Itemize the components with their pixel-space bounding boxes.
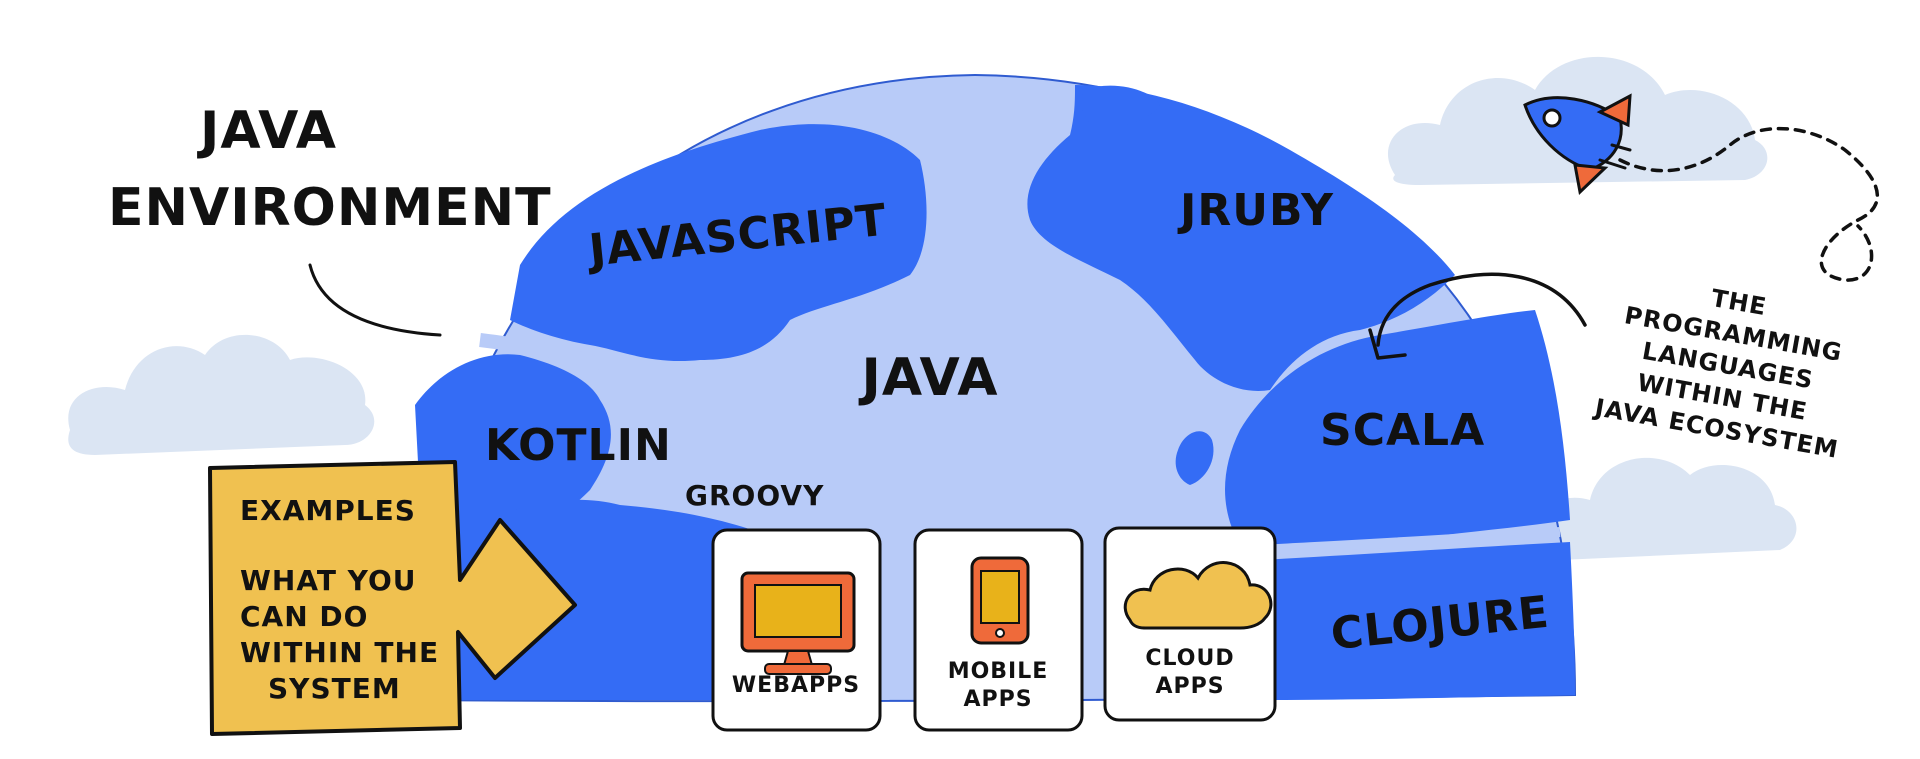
card-mobile: MOBILE APPS xyxy=(913,528,1084,732)
land-javascript-continent xyxy=(510,124,927,362)
card-webapps-label: WEBAPPS xyxy=(732,673,860,698)
annotation-arrow-head xyxy=(1368,328,1407,360)
diagram-title: JAVA ENVIRONMENT xyxy=(108,101,552,337)
examples-line-4: SYSTEM xyxy=(268,672,401,705)
examples-line-1: WHAT YOU xyxy=(240,564,416,597)
monitor-icon xyxy=(740,571,856,675)
title-line-1: JAVA xyxy=(197,101,337,161)
cloud-left-shape xyxy=(68,334,375,455)
title-line-2: ENVIRONMENT xyxy=(108,178,552,238)
title-pointer-line xyxy=(308,263,442,337)
card-cloud-label-2: APPS xyxy=(1155,674,1224,699)
land-scala-continent xyxy=(1225,310,1570,549)
card-mobile-label-2: APPS xyxy=(963,687,1032,712)
label-java: JAVA xyxy=(858,348,998,408)
land-kotlin-continent xyxy=(415,354,611,580)
land-clojure-continent xyxy=(1247,542,1575,700)
globe-labels: JAVA JAVASCRIPT JRUBY KOTLIN GROOVY SCAL… xyxy=(485,185,1552,660)
annotation-arrow-line xyxy=(1376,272,1587,347)
examples-arrow-shape xyxy=(208,460,577,736)
card-cloud: CLOUD APPS xyxy=(1103,526,1277,722)
rocket xyxy=(1523,93,1879,282)
examples-line-3: WITHIN THE xyxy=(240,636,439,669)
card-mobile-label-1: MOBILE xyxy=(948,659,1049,684)
label-scala: SCALA xyxy=(1320,405,1485,456)
examples-arrow-box: EXAMPLES WHAT YOU CAN DO WITHIN THE SYST… xyxy=(208,460,577,736)
cloud-bottom-right-shape xyxy=(1536,457,1797,560)
examples-line-2: CAN DO xyxy=(240,600,368,633)
card-cloud-label-1: CLOUD xyxy=(1145,646,1234,671)
label-kotlin: KOTLIN xyxy=(485,420,672,471)
examples-heading: EXAMPLES xyxy=(240,494,416,527)
rocket-exhaust xyxy=(1598,143,1632,170)
land-small-island xyxy=(1175,431,1214,485)
smartphone-icon xyxy=(970,556,1030,645)
label-groovy: GROOVY xyxy=(685,479,824,512)
card-webapps: WEBAPPS xyxy=(711,528,882,732)
label-jruby: JRUBY xyxy=(1177,185,1334,236)
land-top-island xyxy=(1081,85,1160,129)
rocket-fin-bottom xyxy=(1573,163,1609,196)
shoreline-left xyxy=(479,333,603,372)
shoreline-right xyxy=(1259,527,1561,555)
rocket-window xyxy=(1542,108,1562,128)
rocket-fin-top xyxy=(1596,93,1632,128)
annotation-line-1: THE xyxy=(1709,284,1769,321)
cloud-icon xyxy=(1123,561,1273,630)
land-jruby-continent xyxy=(1027,85,1455,391)
